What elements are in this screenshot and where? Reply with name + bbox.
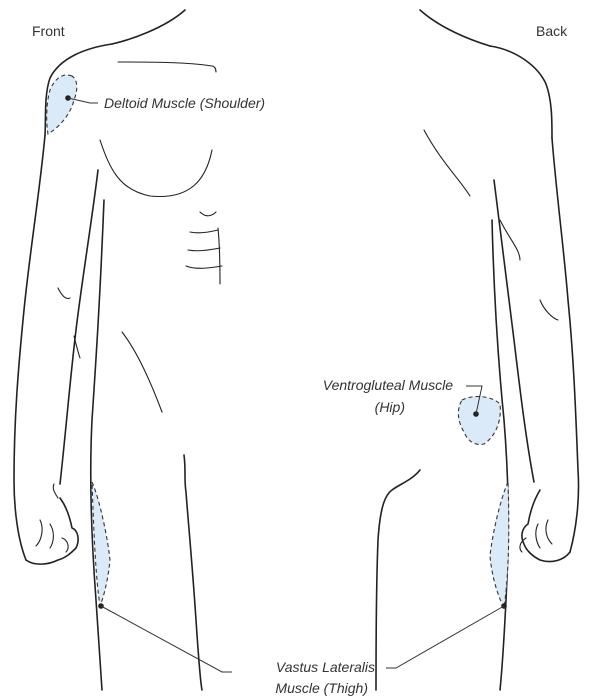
ventrogluteal-label-line2: (Hip) bbox=[375, 399, 405, 415]
back-inner-leg-outline bbox=[376, 470, 420, 690]
vastus-lateralis-back-site-region bbox=[490, 482, 509, 608]
vastus-back-leader-line bbox=[386, 606, 504, 668]
front-forearm-detail bbox=[74, 336, 80, 358]
back-elbow-detail bbox=[540, 300, 558, 320]
front-arm-outer-outline bbox=[14, 135, 45, 560]
front-arm-inner-outline bbox=[60, 170, 98, 484]
front-neck-outline bbox=[112, 10, 185, 44]
deltoid-site-region bbox=[47, 75, 77, 134]
back-body-figure bbox=[376, 10, 579, 690]
front-abdomen-line bbox=[122, 332, 162, 412]
deltoid-label: Deltoid Muscle (Shoulder) bbox=[104, 95, 265, 111]
back-view-label: Back bbox=[536, 23, 568, 39]
back-neck-outline bbox=[420, 10, 490, 46]
back-torso-side-outline bbox=[492, 220, 508, 690]
ventrogluteal-site-region bbox=[458, 397, 500, 445]
front-view-label: Front bbox=[32, 23, 65, 39]
ventrogluteal-label-line1: Ventrogluteal Muscle bbox=[323, 377, 453, 393]
front-elbow-detail bbox=[58, 288, 70, 299]
vastus-label-line1: Vastus Lateralis bbox=[276, 659, 375, 675]
front-pectoral-detail bbox=[100, 140, 212, 197]
front-torso-side-outline bbox=[91, 200, 104, 690]
vastus-label-line2: Muscle (Thigh) bbox=[275, 680, 368, 696]
front-hand-detail bbox=[36, 484, 68, 552]
back-shoulder-blade-detail bbox=[424, 130, 470, 196]
back-arm-inner-outline bbox=[494, 180, 534, 482]
front-inner-leg-outline bbox=[184, 455, 202, 690]
front-abs-detail bbox=[186, 212, 222, 284]
vastus-front-leader-line bbox=[101, 606, 232, 672]
front-body-figure bbox=[14, 10, 222, 690]
back-shoulder-outline bbox=[490, 46, 552, 138]
front-clavicle-detail bbox=[118, 62, 216, 72]
back-arm-outer-outline bbox=[552, 138, 579, 552]
front-hand-outline bbox=[26, 498, 78, 564]
